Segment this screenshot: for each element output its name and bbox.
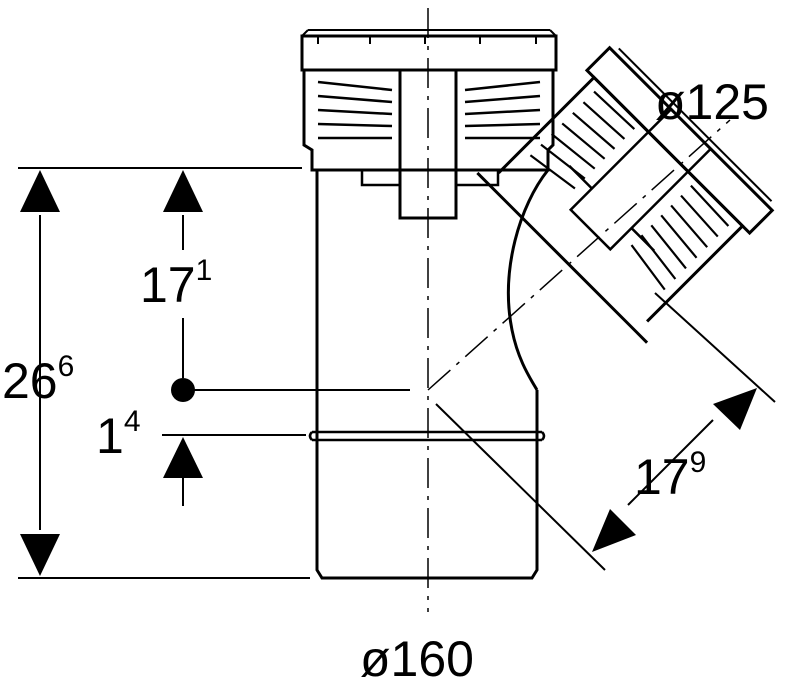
arrow-diag-bottom: [592, 509, 636, 552]
label-main-diameter: ø160: [360, 631, 474, 687]
dim-diag-line: [627, 419, 714, 506]
arrow-diag-top: [713, 388, 757, 430]
inner-spigot: [398, 70, 458, 220]
ext-diag-bottom: [435, 403, 606, 571]
dimension-labels: 266 171 14 179 ø125 ø160: [2, 74, 769, 687]
cap-notches: [317, 36, 537, 44]
centerlines: [427, 8, 731, 612]
label-branch-length: 179: [634, 446, 706, 505]
pipe-bead-ring: [312, 430, 542, 442]
top-socket-cap: [300, 34, 558, 72]
dimension-arrows: [20, 170, 757, 576]
dimension-lines: [18, 167, 776, 579]
arrow-overall-top: [20, 170, 60, 212]
branch-junction-curve: [506, 169, 550, 391]
main-pipe: [300, 29, 558, 580]
left-threads: [302, 80, 393, 142]
arrow-overall-bottom: [20, 534, 60, 576]
branch-centerline: [427, 119, 731, 391]
label-offset: 14: [96, 405, 141, 464]
label-overall-height: 266: [2, 350, 74, 409]
label-branch-height: 171: [140, 254, 212, 313]
ext-diag-top: [654, 292, 776, 403]
branch-cap: [584, 45, 775, 236]
right-threads: [464, 80, 541, 140]
branch-body: [476, 171, 649, 344]
label-branch-diameter: ø125: [655, 74, 769, 130]
branch-threads: [529, 90, 730, 291]
branch-inner-plug: [568, 108, 712, 252]
arrow-branch-top: [163, 170, 203, 212]
main-pipe-left-wall: [315, 170, 539, 580]
threaded-socket: [302, 70, 555, 172]
branch-pipe: [476, 45, 775, 344]
arrow-offset-bottom: [163, 437, 203, 478]
reference-point-dot: [171, 378, 195, 402]
